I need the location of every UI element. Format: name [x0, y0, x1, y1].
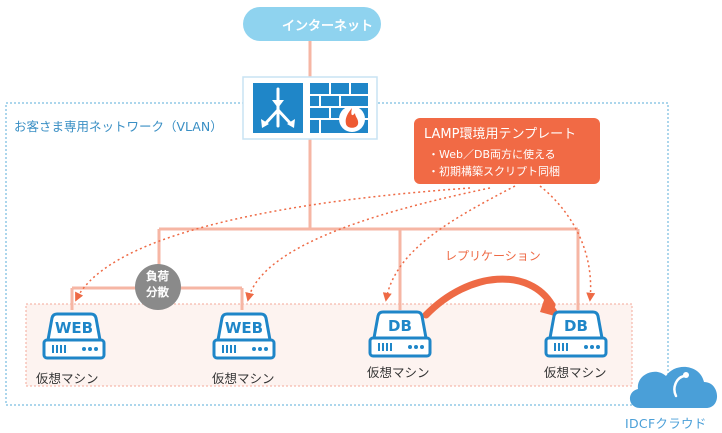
template-callout — [414, 118, 600, 184]
server-group: WEB WEB DB DB — [42, 310, 608, 360]
internet-label: インターネット — [282, 19, 374, 34]
vlan-label: お客さま専用ネットワーク（VLAN） — [14, 119, 223, 134]
load-balancer-badge — [135, 264, 181, 310]
load-balancer-label-line1: 負荷 — [146, 269, 169, 283]
vm-label: 仮想マシン — [367, 365, 430, 380]
internet-pill — [243, 7, 381, 41]
firewall-icon — [310, 83, 368, 133]
server-icon: WEB — [212, 312, 276, 360]
replication-arrow — [422, 275, 556, 319]
vlan-boundary — [5, 102, 669, 406]
vm-label: 仮想マシン — [36, 371, 99, 386]
template-bullet: ・初期構築スクリプト同梱 — [428, 165, 560, 178]
machine-area — [25, 303, 633, 387]
vm-label: 仮想マシン — [212, 371, 275, 386]
server-icon: DB — [368, 310, 432, 358]
server-icon: DB — [544, 310, 608, 358]
cloud-logo-icon — [629, 366, 718, 408]
server-type-label: DB — [564, 317, 588, 335]
template-title: LAMP環境用テンプレート — [424, 127, 577, 142]
router-icon — [253, 83, 303, 133]
network-links — [70, 41, 580, 310]
server-type-label: DB — [388, 317, 412, 335]
template-bullet: ・Web／DB両方に使える — [428, 148, 556, 161]
server-icon: WEB — [42, 312, 106, 360]
server-type-label: WEB — [55, 319, 93, 337]
vm-label: 仮想マシン — [544, 365, 607, 380]
replication-label: レプリケーション — [445, 249, 541, 263]
template-deploy-arrows — [75, 185, 596, 302]
brand-name: IDCFクラウド — [625, 416, 707, 431]
server-type-label: WEB — [225, 319, 263, 337]
load-balancer-label-line2: 分散 — [146, 285, 169, 299]
